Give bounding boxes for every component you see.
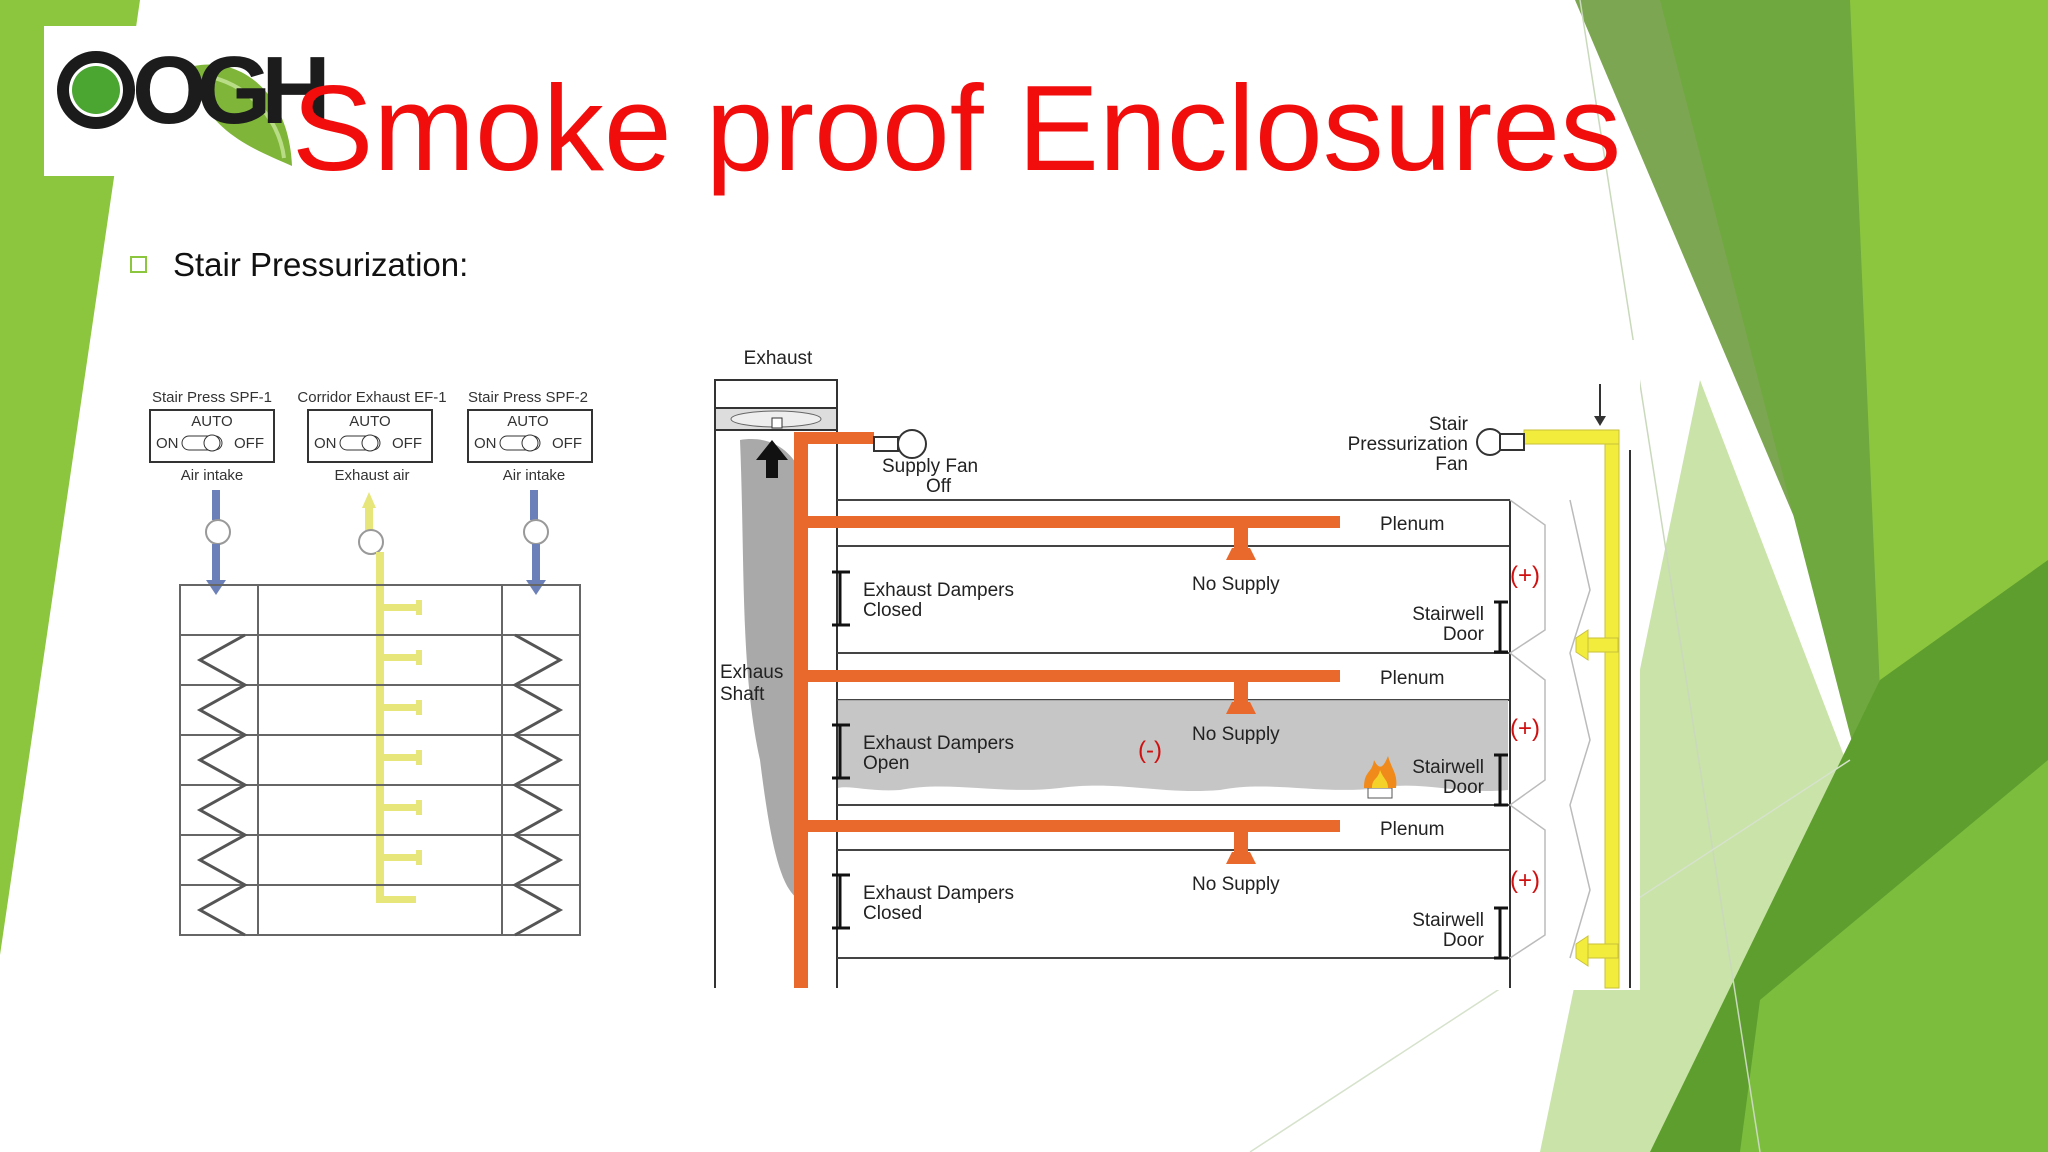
no-supply-label: No Supply <box>1192 874 1280 895</box>
fan-icon <box>523 519 549 545</box>
panel-mode: AUTO <box>507 413 548 430</box>
supply-duct <box>794 429 1340 988</box>
smoke-plume <box>740 439 803 900</box>
shaft-label-1: Exhaus <box>720 662 783 683</box>
left-diagram: Stair Press SPF-1 AUTO ON OFF Air intake… <box>149 389 593 937</box>
diffuser-icon <box>1226 548 1256 560</box>
supply-fan-label-1: Supply Fan <box>882 456 978 477</box>
panel-label: Stair Press SPF-1 <box>152 389 272 406</box>
logo-leaf-icon <box>194 64 292 166</box>
positive-pressure-label: (+) <box>1510 867 1540 894</box>
positive-pressure-label: (+) <box>1510 562 1540 589</box>
panel-on: ON <box>156 435 179 452</box>
supply-fan-icon <box>897 429 927 459</box>
ogh-logo: OGH <box>44 26 331 176</box>
fire-icon <box>1364 756 1397 799</box>
bullet-text: Stair Pressurization: <box>173 246 469 283</box>
damper-label-2a: Exhaust Dampers <box>863 733 1014 754</box>
positive-pressure-label: (+) <box>1510 715 1540 742</box>
intake-fan-right <box>523 490 549 595</box>
panel-off: OFF <box>234 435 264 452</box>
stair-pressurization-duct <box>1523 429 1620 989</box>
negative-pressure-label: (-) <box>1138 737 1162 764</box>
panel-off: OFF <box>392 435 422 452</box>
stair-fan-label-3: Fan <box>1435 454 1468 475</box>
panel-flow: Air intake <box>503 467 566 484</box>
shaft-label-2: Shaft <box>720 684 765 705</box>
panel-off: OFF <box>552 435 582 452</box>
toggle-switch-icon <box>181 435 223 451</box>
logo-text: OGH <box>132 37 331 144</box>
damper-markers <box>832 570 850 930</box>
no-supply-label: No Supply <box>1192 574 1280 595</box>
stair-fan-label-2: Pressurization <box>1348 434 1468 455</box>
plenum-label: Plenum <box>1380 514 1444 535</box>
damper-label-3b: Closed <box>863 903 922 924</box>
diffuser-icon <box>1226 702 1256 714</box>
supply-fan-label-2: Off <box>926 476 952 497</box>
toggle-switch-icon <box>499 435 541 451</box>
panel-label: Corridor Exhaust EF-1 <box>297 389 446 406</box>
plenum-label: Plenum <box>1380 668 1444 689</box>
damper-label-1b: Closed <box>863 600 922 621</box>
stairwell-doors <box>1494 600 1508 960</box>
intake-fan-left <box>205 490 231 595</box>
door-label: Door <box>1443 624 1485 645</box>
left-green-band <box>0 0 140 955</box>
stairwell <box>1508 450 1631 988</box>
stairwell-label: Stairwell <box>1412 604 1484 625</box>
fan-icon <box>358 529 384 555</box>
slide-title: Smoke proof Enclosures <box>292 60 1622 196</box>
door-label: Door <box>1443 930 1485 951</box>
plenum-label: Plenum <box>1380 819 1444 840</box>
panel-flow: Exhaust air <box>334 467 409 484</box>
exhaust-label: Exhaust <box>744 348 813 369</box>
bullet-item: Stair Pressurization: <box>130 246 468 284</box>
smoke-layer <box>838 700 1508 792</box>
panel-spf-1: Stair Press SPF-1 AUTO ON OFF Air intake <box>149 389 275 484</box>
exhaust-shaft: Exhaus Shaft <box>714 379 838 988</box>
right-green-light <box>1740 760 2048 1152</box>
exhaust-fan-center <box>358 492 422 903</box>
damper-label-2b: Open <box>863 753 909 774</box>
panel-flow: Air intake <box>181 467 244 484</box>
panel-spf-2: Stair Press SPF-2 AUTO ON OFF Air intake <box>467 389 593 484</box>
panel-mode: AUTO <box>349 413 390 430</box>
no-supply-label: No Supply <box>1192 724 1280 745</box>
door-label: Door <box>1443 777 1485 798</box>
diffuser-icon <box>1226 852 1256 864</box>
stair-zigzag-left <box>196 633 249 937</box>
stairwell-label: Stairwell <box>1412 910 1484 931</box>
fan-icon <box>205 519 231 545</box>
stairwell-label: Stairwell <box>1412 757 1484 778</box>
up-arrow-icon <box>756 440 788 478</box>
damper-label-3a: Exhaust Dampers <box>863 883 1014 904</box>
stair-zigzag-right <box>511 633 564 937</box>
floor-lines <box>837 499 1510 959</box>
panel-ef-1: Corridor Exhaust EF-1 AUTO ON OFF Exhaus… <box>297 389 446 484</box>
panel-mode: AUTO <box>191 413 232 430</box>
damper-label-1a: Exhaust Dampers <box>863 580 1014 601</box>
stair-fan-label-1: Stair <box>1429 414 1469 435</box>
panel-on: ON <box>314 435 337 452</box>
right-diagram: Exhaust Exhaus Shaft <box>700 340 1640 990</box>
thin-line-1 <box>1579 0 1761 1152</box>
panel-on: ON <box>474 435 497 452</box>
square-bullet-icon <box>130 255 147 273</box>
logo-o-icon <box>57 51 135 129</box>
toggle-switch-icon <box>339 435 381 451</box>
panel-label: Stair Press SPF-2 <box>468 389 588 406</box>
logo-leaf-highlight-icon <box>203 74 286 159</box>
